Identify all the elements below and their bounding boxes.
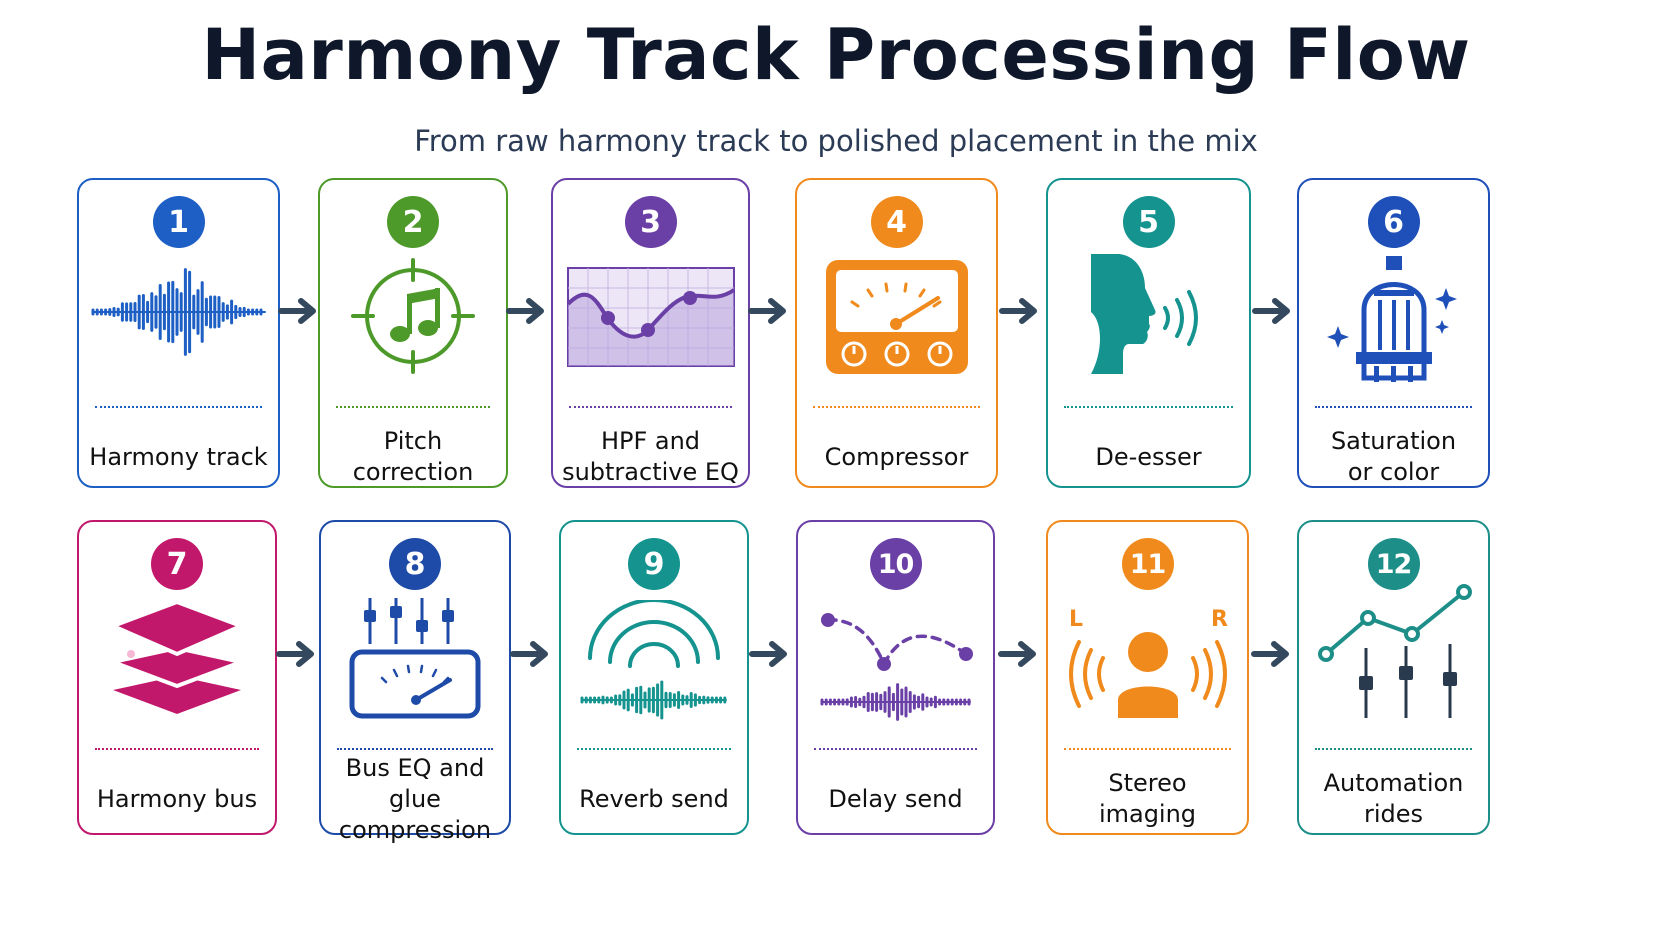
divider [336,406,490,408]
step-label: Pitch correction [352,427,474,486]
step-label: De-esser [1095,442,1202,471]
step-card-11: 11 L R Stereo imaging [1046,520,1249,835]
divider [1315,748,1472,750]
flow-arrow-7-8 [276,641,314,667]
step-label: Bus EQ and glue compression [338,753,492,844]
step-card-4: 4 Compressor [795,178,998,488]
stereo-listener-icon: L R [1069,607,1228,718]
step-number-badge: 8 [389,538,441,590]
divider [569,406,732,408]
flow-arrow-9-10 [749,641,787,667]
step-card-8: 8 Bus EQ and glue compression [319,520,511,844]
voice-head-icon [1090,254,1198,374]
step-label: Saturation or color [1330,427,1457,486]
flow-arrow-5-6 [1252,298,1290,324]
step-card-9: 9 Reverb send [559,520,749,835]
divider [577,748,731,750]
step-card-1: 1 Harmony track [77,178,280,488]
reverb-waves-icon [580,600,727,720]
step-label: HPF and subtractive EQ [562,427,739,486]
step-card-3: 3 HPF and subtractive EQ [551,178,750,488]
page-title: Harmony Track Processing Flow [201,14,1471,96]
step-number-badge: 2 [387,196,439,248]
vacuum-tube-icon [1326,256,1457,382]
flow-arrow-2-3 [506,298,544,324]
step-label: Compressor [824,442,969,471]
eq-curve-icon [566,267,735,367]
step-label: Harmony track [89,442,268,471]
step-label: Reverb send [579,784,729,813]
layers-icon [107,599,247,714]
step-label: Harmony bus [96,784,258,813]
automation-icon [1317,584,1472,718]
step-card-7: 7 Harmony bus [77,520,277,835]
step-number-badge: 6 [1367,196,1420,248]
step-label: Stereo imaging [1098,769,1197,828]
divider [95,406,262,408]
divider [337,748,493,750]
flow-arrow-8-9 [510,641,548,667]
step-number-badge: 11 [1121,538,1174,590]
divider [813,406,980,408]
step-number-badge: 9 [628,538,680,590]
step-card-6: 6 Saturation or color [1297,178,1490,488]
compressor-meter-icon [825,260,968,374]
step-card-12: 12 Automation rides [1297,520,1490,835]
right-channel-label: R [1211,607,1228,632]
step-number-badge: 7 [151,538,203,590]
step-number-badge two: 12 [1367,538,1420,590]
step-card-5: 5 De-esser [1046,178,1251,488]
tuner-note-icon [351,258,475,374]
flow-arrow-11-12 [1251,641,1289,667]
step-number-badge: 4 [870,196,923,248]
divider [814,748,977,750]
waveform-icon [91,268,266,356]
flow-arrow-10-11 [998,641,1036,667]
step-card-2: 2 Pitch correction [318,178,508,488]
divider [1064,748,1231,750]
flow-arrow-3-4 [748,298,786,324]
faders-meter-icon [349,598,481,719]
step-label: Automation rides [1323,769,1464,828]
step-number-badge: 5 [1122,196,1175,248]
flow-arrow-1-2 [278,298,316,324]
divider [1315,406,1472,408]
step-card-10: 10 Delay send [796,520,995,835]
step-number-badge: 3 [624,196,677,248]
left-channel-label: L [1069,607,1083,632]
page-subtitle: From raw harmony track to polished place… [414,124,1258,158]
step-number-badge: 1 [152,196,205,248]
step-label: Delay send [828,784,963,813]
flow-arrow-4-5 [999,298,1037,324]
divider [1064,406,1233,408]
step-number-badge two: 10 [869,538,922,590]
delay-bounce-icon [820,613,973,721]
divider [95,748,259,750]
